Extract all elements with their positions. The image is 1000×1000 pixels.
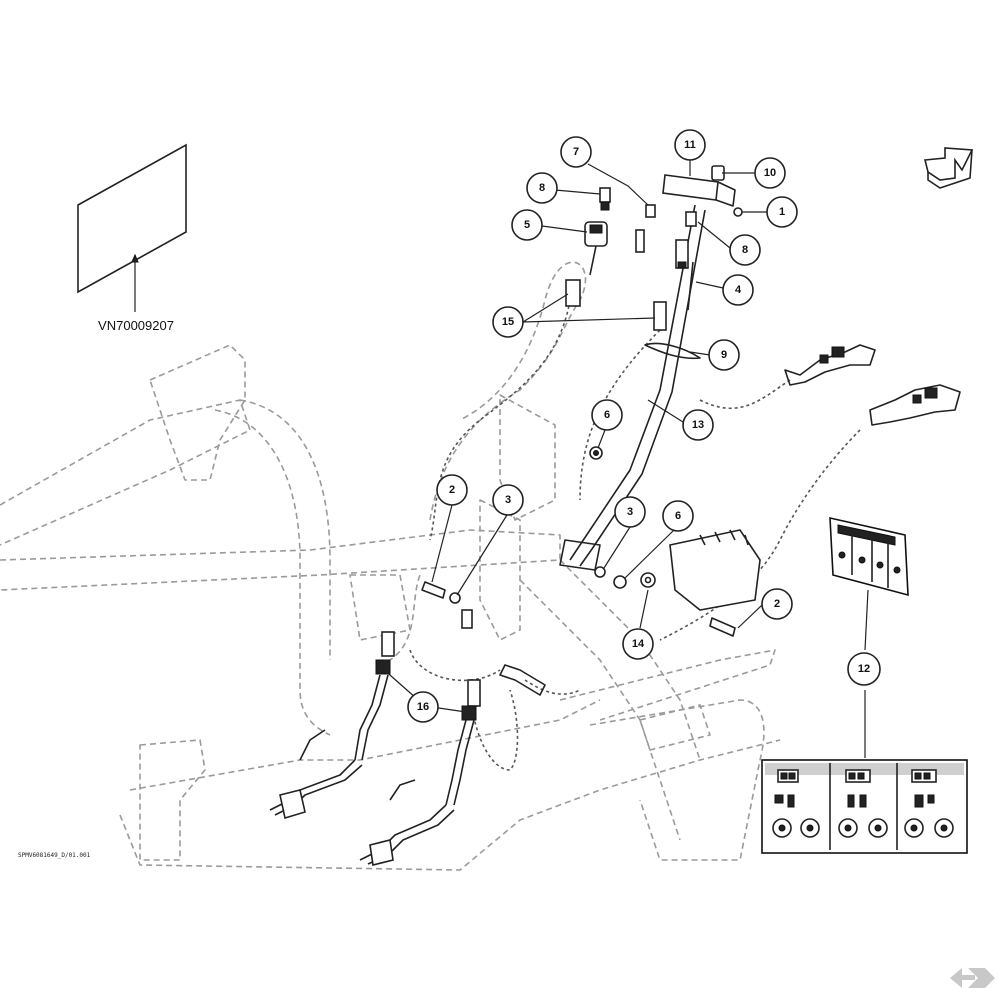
svg-text:15: 15	[502, 316, 514, 328]
svg-text:14: 14	[632, 638, 645, 650]
svg-text:11: 11	[684, 139, 696, 151]
callout-8-right: 8	[729, 234, 761, 266]
callout-10: 10	[754, 157, 786, 189]
svg-text:10: 10	[764, 167, 776, 179]
callout-12: 12	[847, 652, 881, 686]
callout-16: 16	[407, 691, 439, 723]
callout-2-left: 2	[436, 474, 468, 506]
drawing-reference: SPMV6081649_D/01.001	[18, 852, 91, 859]
decal-section-2	[838, 769, 888, 838]
svg-text:12: 12	[858, 663, 870, 675]
control-decal-small	[829, 516, 909, 597]
callout-11: 11	[674, 129, 706, 161]
callout-9: 9	[708, 339, 740, 371]
callout-14: 14	[622, 628, 654, 660]
components	[421, 165, 761, 637]
control-decal-large	[761, 759, 968, 854]
manual-part-number: VN70009207	[98, 318, 174, 333]
svg-text:5: 5	[524, 219, 530, 231]
operator-manual	[77, 143, 187, 312]
hydraulic-hoses	[409, 299, 861, 771]
callout-6-upper: 6	[591, 399, 623, 431]
svg-text:2: 2	[449, 484, 455, 496]
callout-leaders	[381, 158, 768, 713]
svg-text:1: 1	[779, 206, 785, 218]
callout-7: 7	[560, 136, 592, 168]
callout-8-left: 8	[526, 172, 558, 204]
svg-text:6: 6	[604, 409, 610, 421]
decal-section-1	[772, 769, 820, 838]
svg-text:3: 3	[627, 506, 633, 518]
machine-frame	[0, 261, 781, 871]
quick-couplers	[784, 344, 961, 426]
svg-text:8: 8	[539, 182, 545, 194]
svg-text:13: 13	[692, 419, 704, 431]
decal-leader	[864, 589, 869, 651]
callout-4: 4	[722, 274, 754, 306]
svg-text:16: 16	[417, 701, 429, 713]
callout-6-lower: 6	[662, 500, 694, 532]
decal-section-3	[904, 769, 954, 838]
callout-5: 5	[511, 209, 543, 241]
callout-1: 1	[766, 196, 798, 228]
svg-text:3: 3	[505, 494, 511, 506]
svg-text:8: 8	[742, 244, 748, 256]
svg-text:7: 7	[573, 146, 579, 158]
callout-3-left: 3	[492, 484, 524, 516]
callout-15: 15	[492, 306, 524, 338]
callout-3-right: 3	[614, 496, 646, 528]
svg-text:6: 6	[675, 510, 681, 522]
callout-2-right: 2	[761, 588, 793, 620]
svg-text:9: 9	[721, 349, 727, 361]
svg-text:2: 2	[774, 598, 780, 610]
k-logo-icon	[950, 968, 995, 988]
direction-arrow-icon	[923, 147, 974, 189]
svg-text:4: 4	[735, 284, 742, 296]
lower-hose-assembly	[269, 609, 546, 866]
top-bracket	[662, 174, 736, 207]
callout-13: 13	[682, 409, 714, 441]
